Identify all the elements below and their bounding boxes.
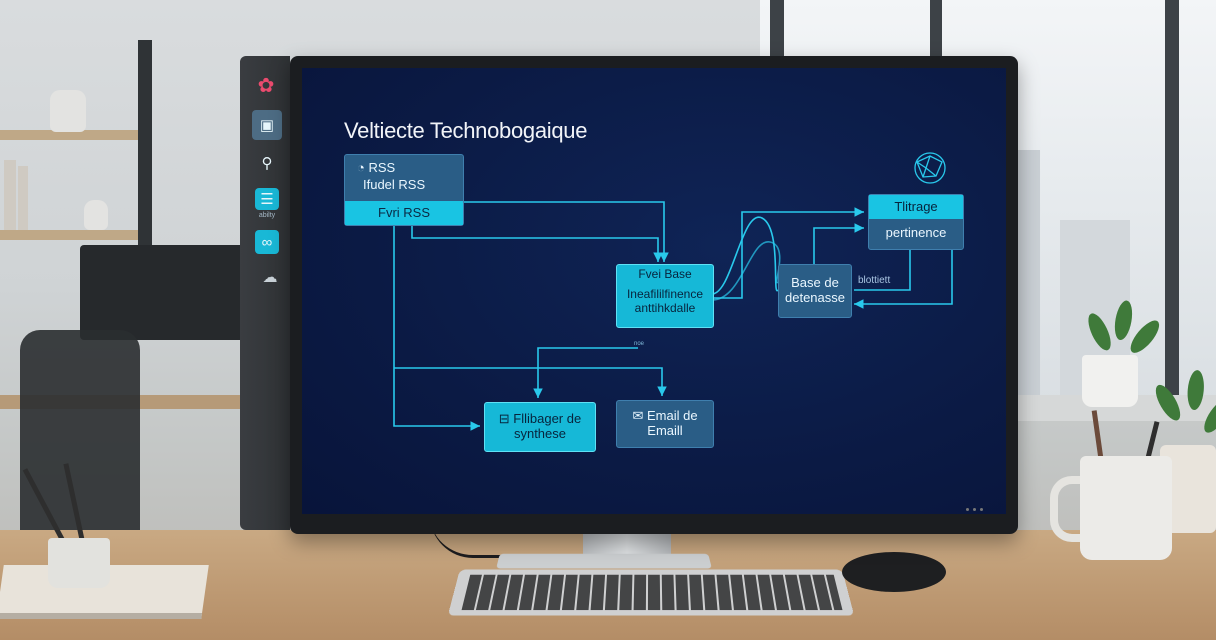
- filter-node-title: Tlitrage: [869, 195, 963, 219]
- office-chair: [20, 330, 140, 540]
- plant-pot: [84, 200, 108, 230]
- page-title: Veltiecte Technobogaique: [344, 118, 587, 144]
- email-node-text: Email de Emaill: [647, 408, 698, 438]
- connector-rss-ai-2: [412, 224, 658, 262]
- monitor-stand-base: [496, 554, 712, 569]
- rss-node-subtitle: Ifudel RSS: [345, 178, 463, 193]
- filter-node[interactable]: Tlitrage pertinence: [868, 194, 964, 250]
- user-icon[interactable]: ⚲: [252, 148, 282, 178]
- email-node[interactable]: ✉ Email de Emaill: [616, 400, 714, 448]
- plant-pot: [1082, 355, 1138, 407]
- rss-node-label: RSS: [368, 160, 395, 175]
- signal-curve: [712, 217, 778, 294]
- synthesis-node[interactable]: ⊟ Fllibager de synthese: [484, 402, 596, 452]
- pencil-mug: [1080, 456, 1172, 560]
- window-frame: [1165, 0, 1179, 420]
- book: [18, 166, 28, 230]
- keyboard[interactable]: [448, 570, 854, 616]
- pen-cup: [48, 538, 110, 588]
- email-node-label: ✉ Email de Emaill: [617, 409, 713, 439]
- rss-icon: ◔: [357, 160, 368, 175]
- shelf-board: [0, 230, 150, 240]
- filter-node-label: pertinence: [886, 226, 947, 241]
- ai-node[interactable]: Fvei Base Ineafililfinence anttihkdalle: [616, 264, 714, 328]
- filter-icon: ⊟: [499, 411, 514, 426]
- mouse[interactable]: [842, 552, 946, 592]
- shelf-post: [138, 40, 152, 270]
- link-icon[interactable]: ∞: [255, 230, 279, 254]
- monitor-power-indicator: [962, 498, 983, 516]
- logo-icon: ✿: [251, 70, 281, 100]
- synthesis-node-text: Fllibager de synthese: [513, 411, 581, 441]
- globe-icon: [912, 150, 948, 186]
- book: [4, 160, 16, 230]
- rss-node-strip: Fvri RSS: [345, 201, 463, 225]
- synthesis-node-label: ⊟ Fllibager de synthese: [485, 412, 595, 442]
- database-node-label: Base de detenasse: [779, 276, 851, 306]
- cloud-icon[interactable]: ☁: [255, 262, 285, 292]
- database-node[interactable]: Base de detenasse: [778, 264, 852, 318]
- card-caption: abilty: [252, 212, 282, 219]
- connector-rss-email: [394, 368, 662, 396]
- connector-db-filter: [814, 228, 864, 264]
- vase: [50, 90, 86, 132]
- signal-curve: [712, 242, 780, 300]
- image-icon[interactable]: ▣: [252, 110, 282, 140]
- ai-node-title: Fvei Base: [638, 268, 691, 282]
- database-caption: blottiett: [858, 275, 890, 286]
- mail-icon: ✉: [632, 408, 647, 423]
- card-icon[interactable]: ☰: [255, 188, 279, 210]
- connector-rss-ai: [462, 202, 664, 262]
- rss-node-title: ◔ RSS: [345, 161, 463, 176]
- connector-rss-synth: [394, 224, 480, 426]
- connector-ai-synth: [538, 348, 638, 398]
- background-monitor: [80, 245, 250, 340]
- bookshelf: [0, 40, 150, 260]
- ai-node-body: Ineafililfinence anttihkdalle: [617, 288, 713, 316]
- keyboard-keys: [460, 575, 843, 610]
- ai-node-caption: noe: [634, 341, 644, 347]
- rss-node[interactable]: ◔ RSS Ifudel RSS Fvri RSS: [344, 154, 464, 226]
- monitor-screen: Veltiecte Technobogaique ◔ RSS Ifudel RS…: [302, 68, 1006, 514]
